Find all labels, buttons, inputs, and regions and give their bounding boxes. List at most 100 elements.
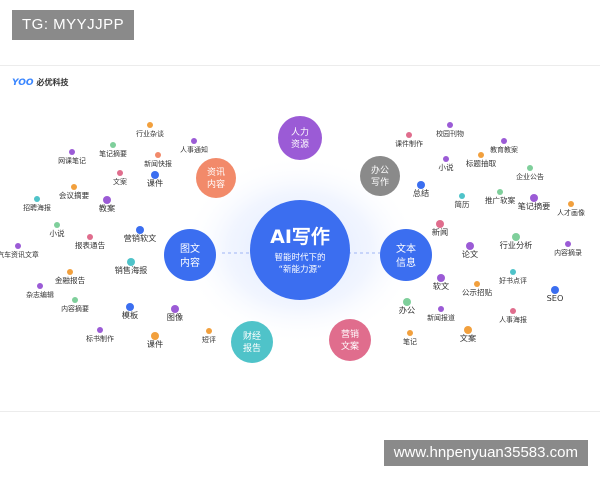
svg-text:办公: 办公 <box>371 164 389 176</box>
satellite-label: 企业公告 <box>516 172 544 181</box>
satellite-item: 新闻报道 <box>427 306 455 322</box>
svg-text:文本: 文本 <box>396 242 416 255</box>
satellite-item: 行业分析 <box>500 233 533 250</box>
satellite-dot <box>565 241 571 247</box>
satellite-label: 总结 <box>413 188 429 198</box>
satellite-dot <box>464 326 472 334</box>
satellite-item: 论文 <box>462 242 478 259</box>
satellite-item: 新闻快报 <box>144 152 172 168</box>
hub-tuwen: 图文 内容 <box>164 229 216 281</box>
satellite-items: 行业杂谈人事通知笔记摘要新闻快报网课笔记文案会议摘要课件招聘海报教案小说营销软文… <box>0 122 585 349</box>
satellite-label: 课件 <box>147 178 163 188</box>
satellite-label: 课件制作 <box>395 139 423 148</box>
satellite-label: 新闻报道 <box>427 313 455 322</box>
brand: YOO 必优科技 <box>12 77 69 88</box>
hub-wenben: 文本 信息 <box>380 229 432 281</box>
satellite-label: 课件 <box>147 339 163 349</box>
satellite-dot <box>69 149 75 155</box>
satellite-label: 行业杂谈 <box>136 129 164 138</box>
satellite-label: 内容摘录 <box>554 248 582 257</box>
svg-text:财经: 财经 <box>243 330 261 342</box>
satellite-dot <box>67 269 73 275</box>
satellite-dot <box>37 283 43 289</box>
satellite-dot <box>87 234 93 240</box>
satellite-item: 课件 <box>147 332 163 349</box>
satellite-label: 杂志编辑 <box>26 290 54 299</box>
tg-overlay-label: TG: MYYJJPP <box>12 10 135 40</box>
satellite-dot <box>407 330 413 336</box>
center-subtitle-1: 智能时代下的 <box>274 252 325 263</box>
satellite-item: 校园刊物 <box>436 122 464 138</box>
satellite-dot <box>436 220 444 228</box>
svg-text:人力: 人力 <box>291 126 309 138</box>
satellite-dot <box>117 170 123 176</box>
satellite-item: 简历 <box>454 193 470 209</box>
satellite-dot <box>191 138 197 144</box>
satellite-item: 教案 <box>99 196 115 213</box>
satellite-label: SEO <box>547 293 564 303</box>
satellite-item: 推广软案 <box>485 189 516 205</box>
satellite-item: 短评 <box>202 328 216 344</box>
satellite-item: 文案 <box>460 326 476 343</box>
hub-yingxiao: 营销 文案 <box>329 319 371 361</box>
satellite-dot <box>155 152 161 158</box>
satellite-label: 小说 <box>49 228 65 238</box>
svg-text:写作: 写作 <box>371 176 389 188</box>
satellite-dot <box>437 274 445 282</box>
satellite-label: 人才画像 <box>557 208 585 217</box>
svg-text:图文: 图文 <box>180 242 200 255</box>
satellite-item: 软文 <box>433 274 449 291</box>
satellite-dot <box>136 226 144 234</box>
satellite-item: 人才画像 <box>557 201 585 217</box>
satellite-label: 笔记摘要 <box>99 149 127 158</box>
satellite-dot <box>110 142 116 148</box>
satellite-label: 教案 <box>99 203 115 213</box>
satellite-item: 笔记摘要 <box>99 142 127 158</box>
satellite-label: 人事通知 <box>180 145 208 154</box>
satellite-label: 小说 <box>438 162 454 172</box>
satellite-item: 人事通知 <box>180 138 208 154</box>
satellite-label: 金融报告 <box>55 275 86 285</box>
svg-text:资源: 资源 <box>291 139 309 150</box>
satellite-label: 笔记 <box>403 337 417 346</box>
svg-text:资讯: 资讯 <box>207 167 225 178</box>
satellite-label: 文案 <box>113 177 127 186</box>
satellite-label: 行业分析 <box>500 240 533 250</box>
satellite-item: 小说 <box>438 156 454 172</box>
satellite-label: 会议摘要 <box>59 190 90 200</box>
satellite-item: 笔记摘要 <box>518 194 550 211</box>
satellite-item: 办公 <box>399 298 415 315</box>
satellite-item: 汽车资讯文章 <box>0 243 39 259</box>
satellite-item: SEO <box>547 286 564 303</box>
satellite-dot <box>71 184 77 190</box>
satellite-item: 标书制作 <box>86 327 114 343</box>
satellite-item: 公示招贴 <box>462 281 493 297</box>
satellite-label: 内容摘要 <box>61 304 89 313</box>
satellite-dot <box>443 156 449 162</box>
satellite-dot <box>510 269 516 275</box>
satellite-item: 内容摘要 <box>61 297 89 313</box>
satellite-dot <box>97 327 103 333</box>
satellite-label: 汽车资讯文章 <box>0 250 39 259</box>
satellite-label: 招聘海报 <box>23 203 51 212</box>
satellite-dot <box>447 122 453 128</box>
satellite-item: 杂志编辑 <box>26 283 54 299</box>
satellite-dot <box>15 243 21 249</box>
url-watermark: www.hnpenyuan35583.com <box>383 440 588 466</box>
satellite-label: 销售海报 <box>115 265 148 275</box>
satellite-label: 营销软文 <box>124 233 157 243</box>
satellite-label: 软文 <box>433 281 449 291</box>
center-subtitle-2: “新能力源” <box>279 264 322 275</box>
satellite-label: 文案 <box>460 333 476 343</box>
satellite-dot <box>466 242 474 250</box>
satellite-item: 新闻 <box>432 220 448 237</box>
satellite-dot <box>72 297 78 303</box>
satellite-item: 笔记 <box>403 330 417 346</box>
hub-caijing: 财经 报告 <box>231 321 273 363</box>
satellite-item: 好书点评 <box>499 269 527 285</box>
brand-name: 必优科技 <box>36 78 69 87</box>
satellite-item: 教育教案 <box>490 138 518 154</box>
satellite-dot <box>530 194 538 202</box>
satellite-label: 短评 <box>202 335 216 344</box>
